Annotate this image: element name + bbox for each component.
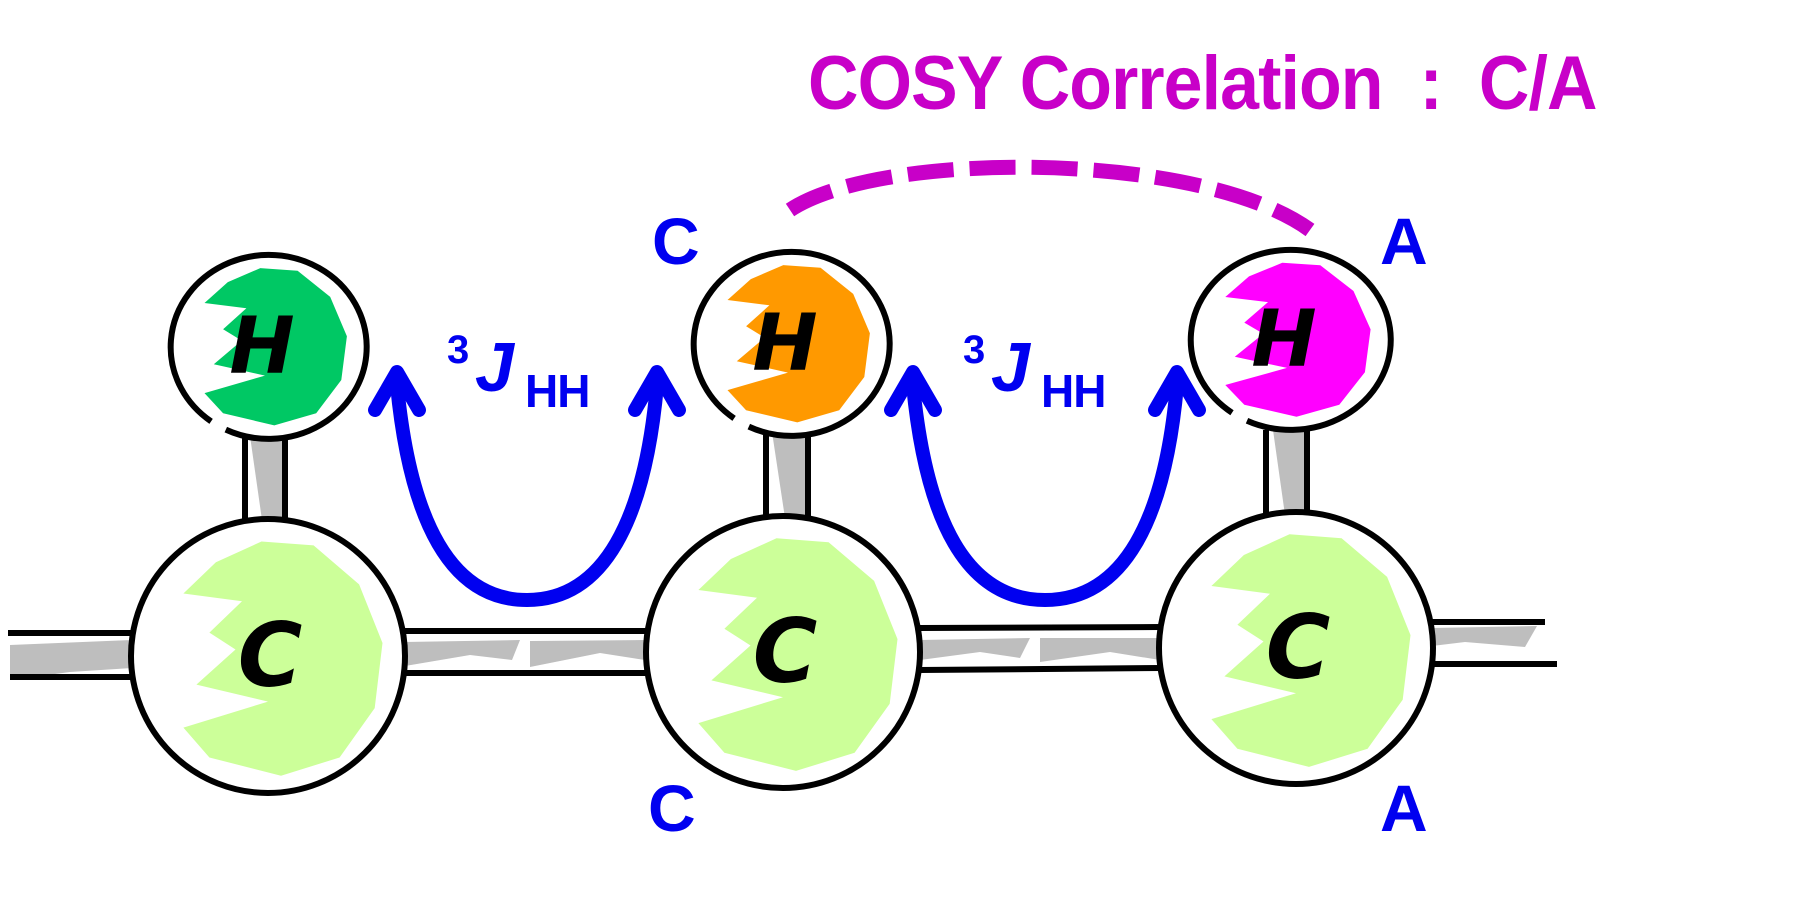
- atom-symbol: H: [229, 302, 294, 392]
- arrowhead-right: [628, 365, 686, 417]
- carbon-atom-1: C: [128, 516, 408, 796]
- bond-h1-c1: [242, 436, 288, 522]
- atom-shading: [1211, 534, 1411, 767]
- atom-symbol: H: [752, 299, 817, 389]
- coupling-subscript: HH: [1041, 365, 1106, 417]
- coupling-arrows: [368, 365, 1206, 608]
- hc-bonds: [242, 430, 1310, 522]
- diagram-title: COSY Correlation : C/A: [808, 41, 1598, 126]
- atom-symbol: C: [1266, 596, 1331, 699]
- hydrogen-atom-1: H: [167, 251, 370, 442]
- bond-c2-c3: [918, 624, 1162, 673]
- atom-shading: [183, 541, 383, 776]
- hydrogen-atom-3: H: [1187, 246, 1394, 433]
- backbone-bonds: [8, 619, 1557, 680]
- bond-c1-c2: [404, 628, 646, 676]
- atom-shading: [698, 538, 898, 771]
- atom-outline: [1187, 246, 1394, 433]
- coupling-symbol: J: [991, 328, 1030, 406]
- bond-right-stub: [1430, 619, 1557, 667]
- atom-symbol: H: [1251, 295, 1316, 385]
- label-h3-position: A: [1380, 204, 1428, 278]
- coupling-arrow-h1-h2: [368, 365, 686, 608]
- atom-outline: [643, 513, 923, 791]
- coupling-arrow-h2-h3: [884, 365, 1206, 608]
- coupling-superscript: 3: [963, 328, 986, 372]
- atom-outline: [128, 516, 408, 796]
- arrowhead-left: [368, 365, 426, 417]
- coupling-symbol: J: [475, 328, 514, 406]
- hydrogen-atom-2: H: [690, 248, 893, 439]
- carbon-atom-3: C: [1156, 509, 1436, 787]
- atom-outline: [1156, 509, 1436, 787]
- carbon-atom-2: C: [643, 513, 923, 791]
- label-c3-position: A: [1380, 771, 1428, 845]
- arrowhead-right: [1148, 365, 1206, 417]
- atom-outline: [167, 251, 370, 442]
- coupling-superscript: 3: [447, 328, 470, 372]
- atom-outline: [690, 248, 893, 439]
- label-h2-position: C: [652, 204, 700, 278]
- arrowhead-left: [884, 365, 942, 417]
- atom-symbol: C: [753, 600, 818, 703]
- cosy-correlation-arc: [785, 159, 1315, 237]
- atom-shading: [1225, 262, 1371, 417]
- bond-left-stub: [8, 630, 133, 680]
- atom-symbol: C: [238, 604, 303, 707]
- label-c2-position: C: [648, 771, 696, 845]
- atom-shading: [727, 265, 870, 423]
- coupling-label-1: 3 J HH: [447, 330, 607, 420]
- bond-h3-c3: [1263, 430, 1310, 518]
- atom-shading: [204, 268, 347, 426]
- coupling-subscript: HH: [525, 365, 590, 417]
- coupling-label-2: 3 J HH: [963, 330, 1123, 420]
- bond-h2-c2: [763, 432, 811, 520]
